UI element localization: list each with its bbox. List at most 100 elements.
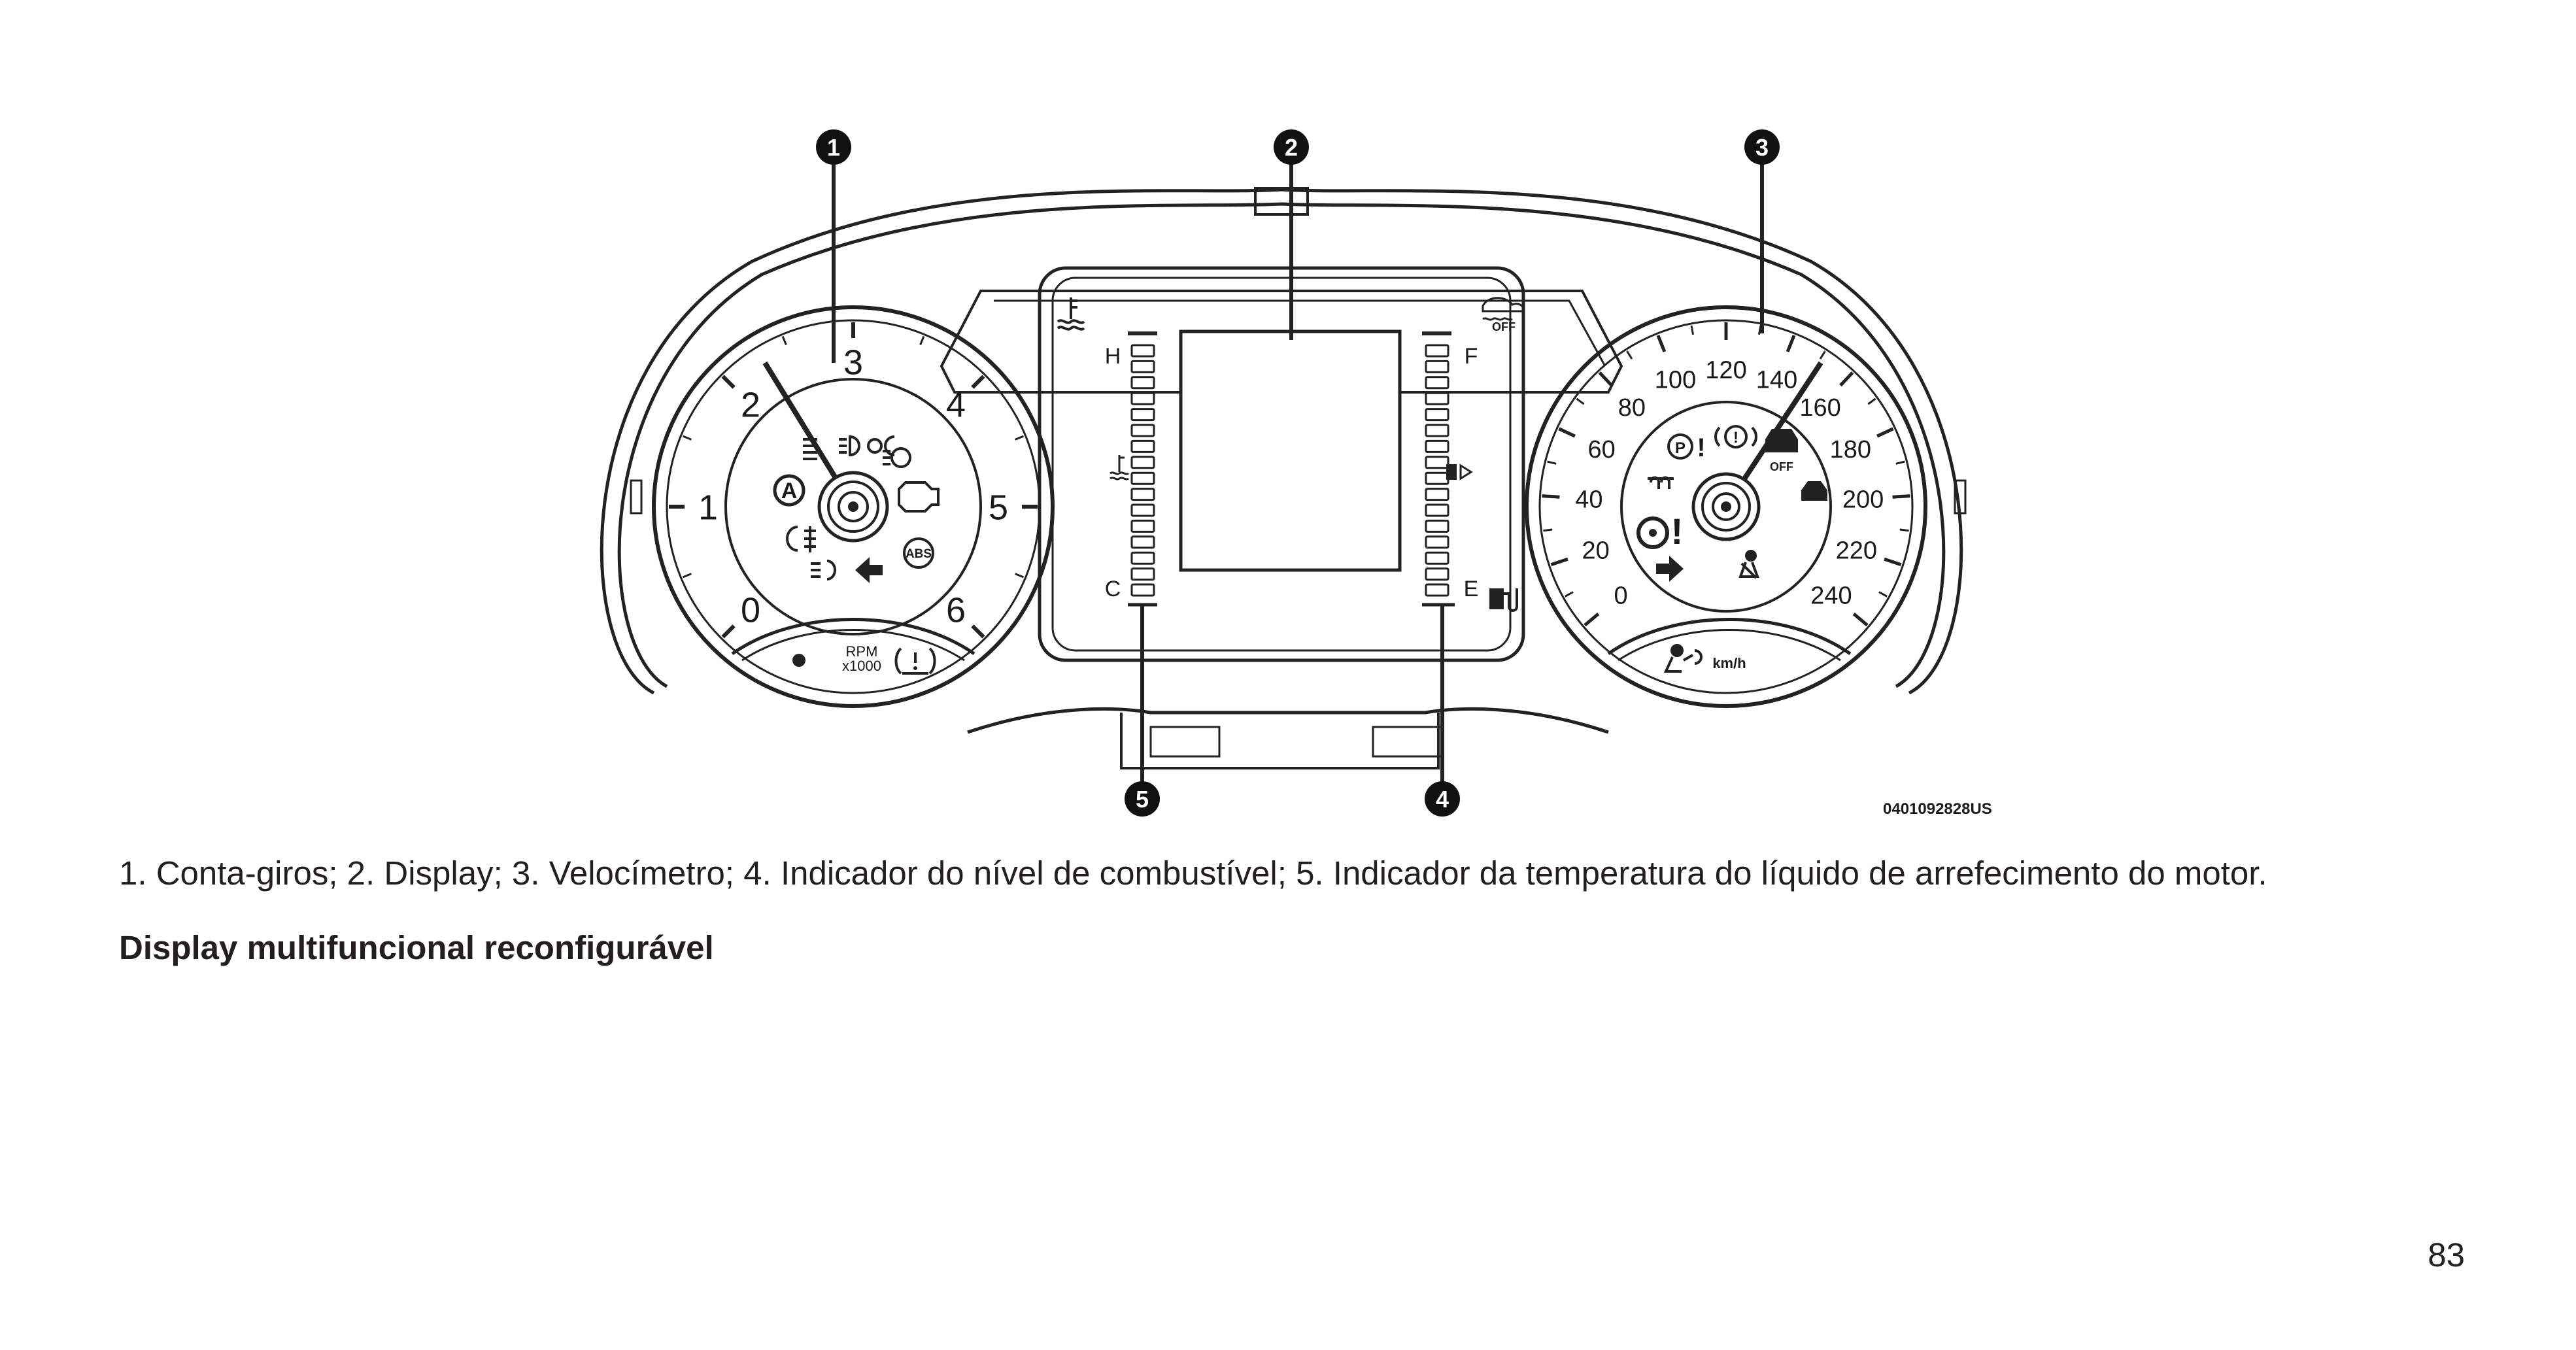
speed-minor-tick <box>1547 460 1557 465</box>
speed-minor-tick <box>1565 591 1574 598</box>
speed-tick <box>1852 612 1869 627</box>
temp-bar-segment <box>1130 424 1155 437</box>
temp-bar-segment <box>1130 344 1155 358</box>
section-heading: Display multifuncional reconfigurável <box>119 929 714 966</box>
speed-tick <box>1558 427 1576 438</box>
fuel-bar-segment <box>1425 503 1449 517</box>
fuel-pump-icon <box>1489 588 1518 612</box>
fuel-gauge: F E OFF <box>1422 297 1525 612</box>
temp-bar-segment <box>1130 392 1155 405</box>
speed-number: 40 <box>1575 486 1602 514</box>
temp-high-label: H <box>1105 344 1121 369</box>
tach-number: 4 <box>946 386 966 425</box>
speed-tick <box>1656 334 1667 352</box>
svg-text:P: P <box>1675 439 1686 457</box>
svg-text:1: 1 <box>827 134 840 161</box>
temp-bar-segment <box>1130 519 1155 533</box>
speed-tick <box>1786 334 1796 352</box>
callout-lines <box>832 162 1764 783</box>
turn-left-icon <box>855 557 883 583</box>
tach-number: 1 <box>698 488 718 527</box>
speed-tick <box>1892 494 1910 499</box>
turn-right-icon <box>1656 556 1684 582</box>
speed-minor-tick <box>1690 325 1695 335</box>
speed-number: 80 <box>1618 394 1646 422</box>
svg-text:!: ! <box>1733 429 1738 447</box>
speed-unit-label: km/h <box>1712 655 1746 671</box>
abs-icon: ABS <box>903 537 934 569</box>
figure-caption: 1. Conta-giros; 2. Display; 3. Velocímet… <box>119 854 2267 892</box>
temp-bar-segment <box>1130 439 1155 453</box>
svg-text:5: 5 <box>1136 786 1149 813</box>
tach-number: 0 <box>741 590 760 630</box>
fuel-bar-segment <box>1425 408 1449 422</box>
engine-check-icon <box>898 481 940 513</box>
fuel-bar-segment <box>1425 344 1449 358</box>
tach-tick <box>721 624 736 639</box>
image-code: 0401092828US <box>1883 800 1992 818</box>
glow-plug-icon <box>1648 476 1674 489</box>
temp-bar-segment <box>1130 456 1155 469</box>
traction-off-label: OFF <box>1770 460 1793 473</box>
speed-minor-tick <box>1819 350 1826 360</box>
indicator-dot <box>792 654 805 667</box>
callout-2: 2 <box>1274 129 1309 165</box>
temp-bar-segment <box>1130 503 1155 517</box>
rear-fog-icon <box>811 560 836 581</box>
callout-markers: 1 2 3 4 5 <box>816 129 1780 817</box>
fuel-bar-segment <box>1425 439 1449 453</box>
cluster-housing <box>600 187 1967 769</box>
speed-tick <box>1884 557 1902 567</box>
multifunction-display <box>1179 329 1402 572</box>
temp-bar-segment <box>1130 551 1155 565</box>
speed-tick <box>1839 371 1854 387</box>
traction-control-off-icon: OFF <box>1765 429 1798 473</box>
temperature-gauge: H C <box>1057 297 1157 607</box>
traction-off-icon: OFF <box>1482 297 1525 333</box>
speed-tick <box>1598 371 1613 387</box>
fuel-bar-segment <box>1425 488 1449 501</box>
fuel-bar-segment <box>1425 360 1449 373</box>
coolant-temp-icon <box>1057 297 1085 331</box>
fuel-bar-segment <box>1425 519 1449 533</box>
speed-number: 220 <box>1836 537 1877 565</box>
svg-text:!: ! <box>1671 511 1684 552</box>
brake-warning-icon: ! <box>1714 425 1757 448</box>
fuel-full-label: F <box>1465 344 1478 369</box>
speed-number: 160 <box>1799 394 1840 422</box>
traction-off-top-label: OFF <box>1492 320 1516 333</box>
seatbelt-icon <box>1738 550 1759 579</box>
fuel-bar-segment <box>1425 567 1449 581</box>
speed-number: 140 <box>1756 367 1797 394</box>
tach-minor-tick <box>781 335 787 345</box>
speed-minor-tick <box>1895 460 1905 465</box>
parking-brake-icon: P ! <box>1667 433 1706 462</box>
abs-label: ABS <box>906 547 932 561</box>
temp-bar-segment <box>1130 408 1155 422</box>
callout-4: 4 <box>1425 781 1460 817</box>
svg-text:!: ! <box>1697 433 1705 462</box>
tach-number: 6 <box>946 590 966 630</box>
speed-minor-tick <box>1867 397 1876 405</box>
tach-tick <box>721 375 736 389</box>
fuel-empty-label: E <box>1464 577 1479 601</box>
temp-bar-segment <box>1130 535 1155 549</box>
speed-number: 100 <box>1655 367 1696 394</box>
temp-bar-segment <box>1130 471 1155 485</box>
speed-number: 200 <box>1842 486 1884 514</box>
svg-text:4: 4 <box>1436 786 1449 813</box>
speed-tick <box>1876 427 1894 438</box>
svg-text:A: A <box>781 479 798 503</box>
temp-bar-segment <box>1130 583 1155 597</box>
speed-number: 20 <box>1582 537 1610 565</box>
tach-minor-tick <box>1015 435 1025 441</box>
tach-number: 5 <box>989 488 1008 527</box>
tach-tick <box>971 375 985 389</box>
callout-5: 5 <box>1125 781 1160 817</box>
temp-bar-segment <box>1130 488 1155 501</box>
esc-icon <box>1801 481 1827 501</box>
airbag-icon <box>1663 644 1703 673</box>
